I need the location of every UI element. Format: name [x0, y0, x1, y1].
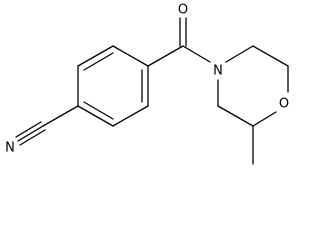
aryl-carbonyl-bond	[147, 45, 184, 67]
nitrile-group	[15, 105, 79, 146]
ring-bond-bottom-right	[112, 105, 149, 127]
nitrile-single-bond	[42, 105, 79, 127]
atom-label-carbonyl-oxygen: O	[178, 3, 188, 18]
morpholine-ring	[217, 45, 289, 165]
atom-label-ring-oxygen: O	[279, 97, 289, 112]
ring-bond-bottom-left	[77, 105, 114, 127]
benzene-ring	[77, 45, 149, 127]
morpholine-bond-n-top	[225, 45, 254, 63]
nitrile-triple-bond-lower	[19, 129, 46, 146]
atom-label-nitrile-nitrogen: N	[5, 141, 15, 156]
nitrile-triple-bond-upper	[15, 121, 42, 138]
morpholine-bond-top-right	[252, 45, 289, 67]
ring-bond-top-left-inner	[83, 52, 114, 71]
morpholine-bond-o-bottom	[252, 111, 277, 127]
molecule-structure-diagram: O N O N	[5, 3, 289, 165]
nitrile-triple-bond-center	[17, 125, 44, 142]
morpholine-bond-bottom-left	[217, 105, 254, 127]
atom-label-ring-nitrogen: N	[213, 64, 223, 79]
ring-bond-top-left	[77, 45, 114, 67]
carbonyl-group	[147, 17, 211, 67]
ring-bond-top-right	[112, 45, 149, 67]
carbonyl-nitrogen-bond	[182, 45, 211, 63]
ring-bond-bottom-left-inner	[83, 101, 114, 120]
